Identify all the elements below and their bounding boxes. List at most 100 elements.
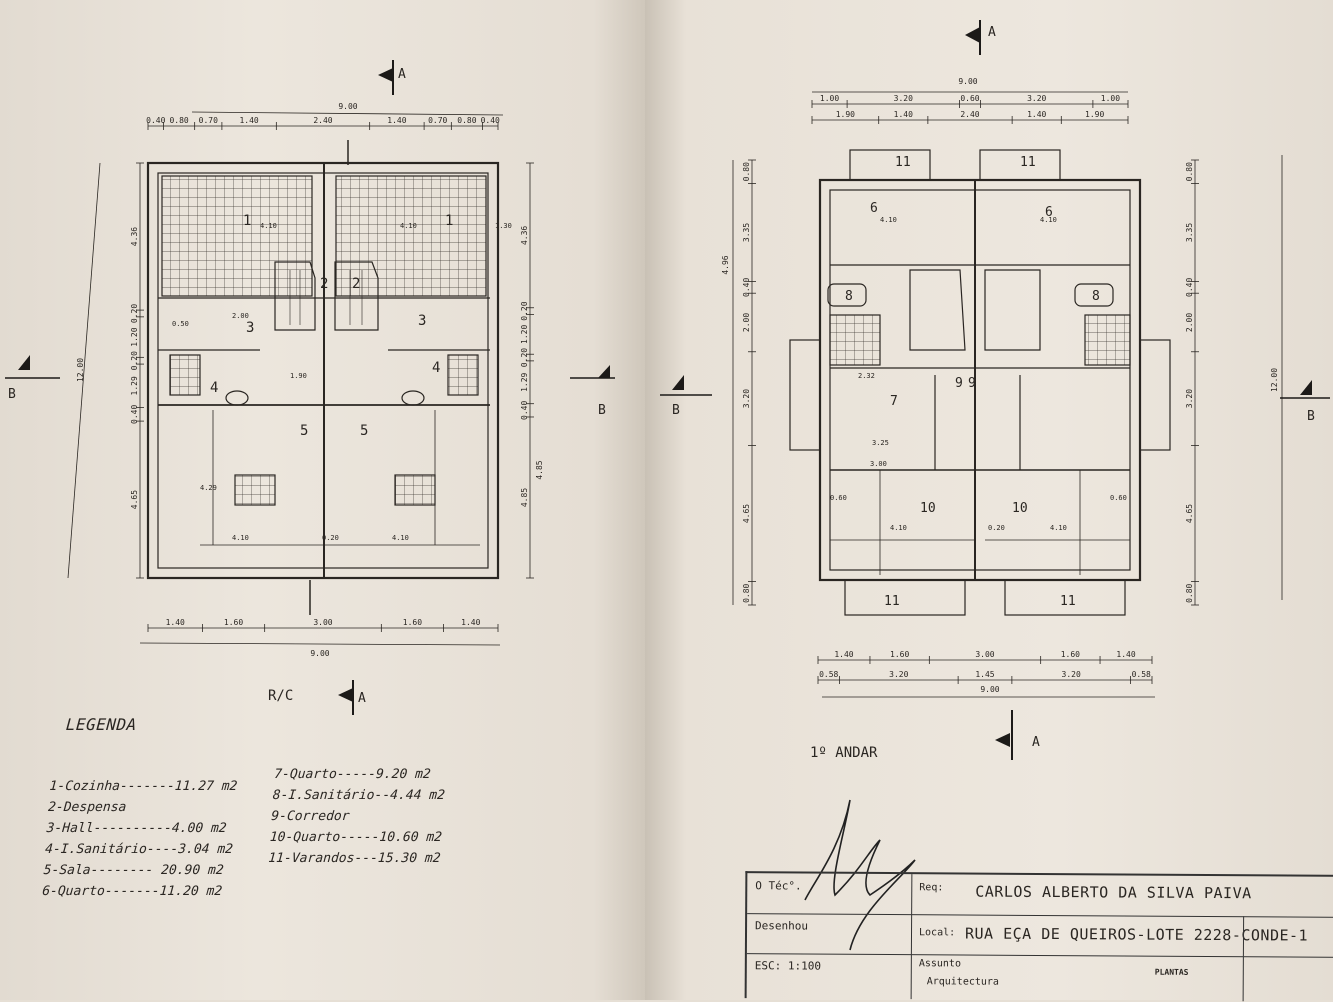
drawn-by-label: Desenhou [755, 919, 809, 933]
dimension-label: 0.80 [169, 116, 188, 125]
title-block: O Téc°. Req: CARLOS ALBERTO DA SILVA PAI… [744, 871, 1333, 1002]
first-floor-title: 1º ANDAR [810, 745, 878, 761]
section-label-a: A [1032, 735, 1040, 750]
section-label-a: A [358, 691, 366, 706]
subject-label: Assunto [918, 958, 962, 970]
dimension-label: 4.65 [130, 490, 139, 509]
legend: LEGENDA 1-Cozinha-------11.27 m2 2-Despe… [41, 715, 450, 902]
dimension-label: 4.36 [130, 227, 139, 246]
dimension-label: 1.00 [820, 94, 839, 103]
room-number: 11 [884, 594, 900, 609]
dimension-label: 4.65 [1185, 504, 1194, 523]
dimension-label: 1.40 [894, 110, 913, 119]
dimension-label: 0.58 [819, 670, 838, 679]
dimension-label: 0.40 [520, 401, 529, 420]
dimension-label: 3.00 [975, 650, 994, 659]
right-page [645, 0, 1333, 1000]
applicant-name: CARLOS ALBERTO DA SILVA PAIVA [975, 882, 1252, 903]
stair-left [909, 269, 966, 351]
inner-dimension: 4.10 [400, 222, 417, 230]
left-page [0, 0, 645, 1000]
location-value: RUA EÇA DE QUEIROS-LOTE 2228-CONDE-1 [964, 924, 1309, 945]
title-block-row-location: Desenhou Local: RUA EÇA DE QUEIROS-LOTE … [746, 913, 1333, 958]
balcony [844, 579, 966, 616]
legend-title: LEGENDA [65, 715, 138, 734]
location-label: Local: [918, 927, 956, 939]
room-number: 9 [968, 376, 976, 391]
dimension-label: 0.80 [1185, 162, 1194, 181]
dimension-label: 2.40 [960, 110, 979, 119]
dimension-label: 1.45 [975, 670, 994, 679]
dimension-label: 1.60 [1061, 650, 1080, 659]
title-block-row-applicant: O Téc°. Req: CARLOS ALBERTO DA SILVA PAI… [747, 873, 1333, 918]
outer-wall [818, 178, 1142, 582]
section-label-b: B [672, 403, 680, 418]
balcony [849, 149, 931, 181]
inner-dimension: 4.10 [1040, 216, 1057, 224]
room-number: 10 [920, 501, 936, 516]
dimension-label: 1.29 [130, 376, 139, 395]
dimension-label: 3.20 [1185, 389, 1194, 408]
signature [804, 799, 916, 951]
section-label-a: A [398, 67, 406, 82]
dimension-label: 1.20 [520, 324, 529, 343]
title-block-row-subject: ESC: 1:100 Assunto Arquitectura PLANTAS [746, 953, 1333, 1002]
inner-wall [829, 189, 1131, 571]
balcony [979, 149, 1061, 181]
dimension-label: 0.58 [1132, 670, 1151, 679]
dimension-total: 4.85 [535, 460, 544, 479]
dimension-label: 0.20 [520, 301, 529, 320]
inner-dimension: 1.90 [290, 372, 307, 380]
dimension-label: 1.40 [1116, 650, 1135, 659]
divider [1226, 916, 1245, 957]
legend-item: 4-I.Sanitário----3.04 m2 [44, 842, 234, 857]
dimension-label: 0.20 [520, 348, 529, 367]
shower-right [447, 354, 479, 396]
floor-feature-left [234, 474, 276, 506]
dimension-total: 4.96 [721, 255, 730, 274]
dimension-label: 3.20 [889, 670, 908, 679]
balcony [1004, 579, 1126, 616]
dimension-total: 9.00 [958, 77, 977, 86]
room-number: 5 [300, 423, 308, 439]
inner-dimension: 4.10 [232, 534, 249, 542]
drawn-by-cell: Desenhou [746, 913, 913, 955]
legend-item: 8-I.Sanitário--4.44 m2 [272, 788, 446, 803]
dimension-total: 9.00 [310, 649, 329, 658]
legend-column-2: 7-Quarto-----9.20 m2 8-I.Sanitário--4.44… [265, 764, 447, 902]
room-number: 8 [1092, 289, 1100, 304]
section-label-b: B [8, 387, 16, 402]
dimension-label: 0.80 [742, 583, 751, 602]
dimension-label: 0.40 [130, 405, 139, 424]
bathroom-tiles [1084, 314, 1131, 366]
room-number: 9 [955, 376, 963, 391]
dimension-label: 0.20 [130, 351, 139, 370]
stair-right [984, 269, 1041, 351]
legend-item: 3-Hall----------4.00 m2 [46, 821, 228, 836]
tec-label: O Téc°. [755, 879, 802, 893]
room-number: 11 [1060, 594, 1076, 609]
room-number: 11 [895, 155, 911, 170]
inner-dimension: 2.32 [858, 372, 875, 380]
legend-item: 9-Corredor [270, 809, 351, 824]
room-number: 6 [1045, 205, 1053, 220]
dimension-label: 1.40 [461, 618, 480, 627]
dimension-total: 9.00 [338, 102, 357, 111]
dimension-label: 3.00 [313, 618, 332, 627]
dimension-label: 0.80 [457, 116, 476, 125]
floor-feature-right [394, 474, 436, 506]
dimension-label: 0.40 [742, 278, 751, 297]
legend-item: 10-Quarto-----10.60 m2 [269, 830, 443, 845]
dimension-label: 1.29 [520, 372, 529, 391]
inner-dimension: 4.10 [890, 524, 907, 532]
balcony-side [789, 339, 821, 451]
room-number: 1 [243, 213, 251, 229]
section-label-b: B [598, 403, 606, 418]
room-number: 2 [352, 276, 360, 292]
dimension-total: 9.00 [980, 685, 999, 694]
room-number: 4 [210, 380, 218, 396]
dimension-label: 1.40 [834, 650, 853, 659]
inner-dimension: 0.60 [830, 494, 847, 502]
